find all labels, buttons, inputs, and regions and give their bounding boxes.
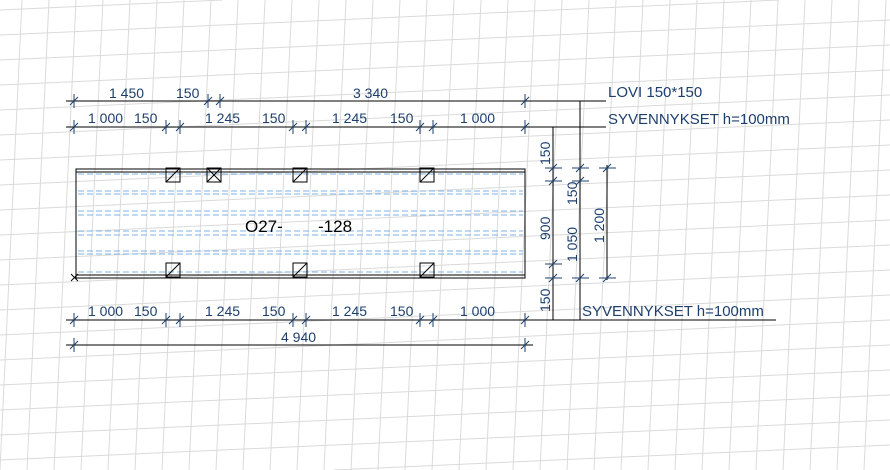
grid-line: [593, 0, 617, 470]
dim-label: 1 200: [591, 208, 607, 243]
dim-label: 150: [537, 141, 553, 165]
grid-line: [0, 294, 890, 336]
dim-label: 1 000: [460, 110, 495, 126]
grid-line: [0, 419, 890, 461]
dim-label: 1 245: [332, 303, 367, 319]
grid-line: [647, 0, 671, 470]
dim-label: 150: [262, 303, 286, 319]
bottom-dimension-row-1: 1 000 150 1 245 150 1 245 150 1 000: [66, 303, 776, 327]
grid-line: [0, 369, 890, 411]
dim-label: 1 000: [88, 303, 123, 319]
element-id-suffix: -128: [318, 217, 352, 236]
grid-line: [728, 0, 752, 470]
grid-line: [0, 194, 890, 236]
notch-icon: [419, 262, 435, 278]
side-dimensions: 150 900 150 150 1 050 1 200: [537, 101, 616, 320]
dim-label: 1 245: [205, 303, 240, 319]
grid-line: [863, 0, 887, 470]
dim-label: 1 450: [109, 85, 144, 101]
dim-label: 1 245: [332, 110, 367, 126]
grid-line: [701, 0, 725, 470]
dim-label: 150: [390, 303, 414, 319]
grid-line: [26, 0, 50, 470]
grid-line: [0, 19, 890, 61]
dim-label: 150: [134, 303, 158, 319]
grid-line: [333, 444, 890, 470]
dim-label: 1 000: [88, 110, 123, 126]
dim-label: 150: [262, 110, 286, 126]
grid-line: [0, 119, 890, 161]
top-dimension-row-2: 1 000 150 1 245 150 1 245 150 1 000: [66, 110, 606, 134]
dim-label: 3 340: [353, 85, 388, 101]
syvennykset-bottom-annotation: SYVENNYKSET h=100mm: [582, 303, 764, 320]
grid-line: [0, 69, 890, 111]
notch-cross-icon: [206, 167, 222, 183]
grid-line: [0, 219, 890, 261]
notch-icon: [292, 167, 308, 183]
dim-label: 150: [537, 288, 553, 312]
grid-line: [512, 0, 536, 470]
grid-line: [0, 319, 890, 361]
grid-line: [0, 144, 890, 186]
dim-label: 1 245: [205, 110, 240, 126]
dim-label: 900: [537, 216, 553, 240]
grid-line: [674, 0, 698, 470]
grid-line: [0, 169, 890, 211]
grid-line: [0, 394, 890, 436]
grid-line: [755, 0, 779, 470]
grid-line: [836, 0, 860, 470]
bottom-dimension-total: 4 940: [66, 329, 533, 352]
notch-icon: [292, 262, 308, 278]
dim-label: 1 050: [564, 227, 580, 262]
dim-label: 1 000: [460, 303, 495, 319]
element-id-prefix: O27-: [245, 217, 283, 236]
lovi-annotation: LOVI 150*150: [608, 84, 702, 101]
origin-cross-icon: [70, 273, 79, 282]
dim-label: 150: [176, 85, 200, 101]
dim-label: 150: [564, 181, 580, 205]
wall-element[interactable]: O27- -128: [70, 167, 526, 282]
grid-line: [0, 0, 223, 11]
grid-line: [620, 0, 644, 470]
grid-line: [0, 44, 890, 86]
notch-icon: [165, 262, 181, 278]
syvennykset-top-annotation: SYVENNYKSET h=100mm: [608, 111, 790, 128]
notch-icon: [165, 167, 181, 183]
top-dimension-row-1: 1 450 150 3 340: [66, 85, 606, 108]
dim-label: 150: [390, 110, 414, 126]
grid-line: [566, 0, 590, 470]
grid-line: [0, 94, 890, 136]
grid-line: [782, 0, 806, 470]
dim-label: 4 940: [281, 329, 316, 345]
grid-line: [809, 0, 833, 470]
grid-line: [0, 0, 779, 36]
dim-label: 150: [134, 110, 158, 126]
notch-icon: [419, 167, 435, 183]
hidden-lines: [78, 173, 523, 273]
grid-line: [0, 344, 890, 386]
grid-line: [53, 0, 77, 470]
grid-line: [0, 269, 890, 311]
